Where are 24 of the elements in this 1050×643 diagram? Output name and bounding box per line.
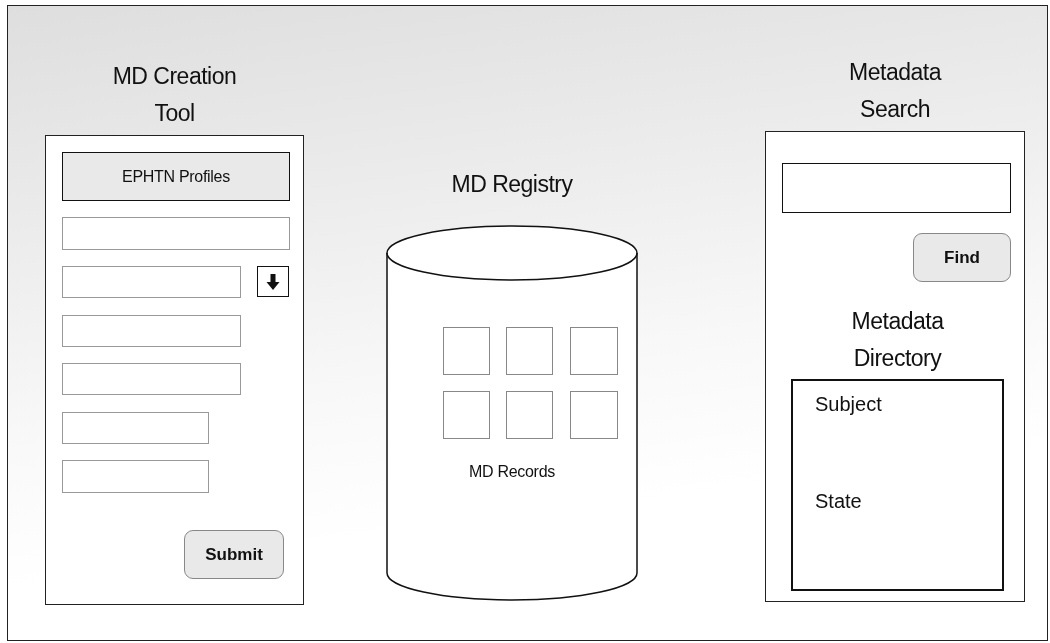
profiles-tab (62, 152, 290, 201)
record-square (443, 391, 490, 439)
input-field (62, 266, 241, 298)
directory-item: Subject (815, 393, 882, 416)
registry-title: MD Registry (450, 170, 574, 199)
search-field (782, 163, 1011, 213)
panel-title: Metadata Search (848, 58, 943, 124)
input-field (62, 363, 241, 395)
directory-item: State (815, 490, 862, 513)
tab-label: EPHTN Profiles (122, 167, 230, 186)
record-square (506, 327, 553, 375)
records-label: MD Records (468, 463, 556, 481)
submit-button: Submit (184, 530, 284, 579)
input-field (62, 217, 290, 250)
record-square (570, 327, 618, 375)
input-field (62, 412, 209, 444)
record-square (570, 391, 618, 439)
record-square (443, 327, 490, 375)
record-square (506, 391, 553, 439)
find-button: Find (913, 233, 1011, 282)
panel-title: MD Creation Tool (111, 62, 238, 128)
input-field (62, 315, 241, 347)
input-field (62, 460, 209, 493)
directory-title: Metadata Directory (850, 307, 945, 373)
